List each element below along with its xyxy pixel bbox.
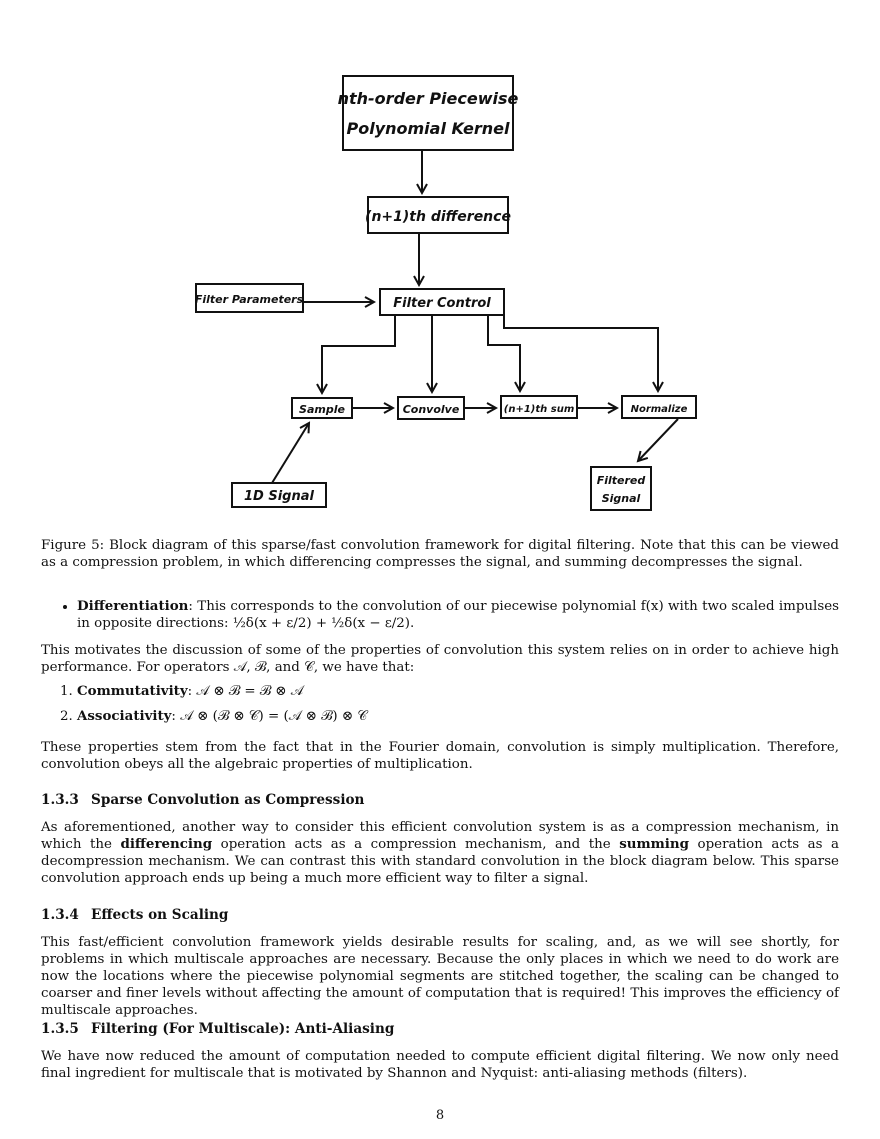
- kernel-label-line2: Polynomial Kernel: [346, 119, 510, 138]
- paragraph-scaling: This fast/efficient convolution framewor…: [41, 935, 839, 1018]
- bullet-differentiation: Differentiation: This corresponds to the…: [77, 598, 839, 632]
- paragraph-fourier: These properties stem from the fact that…: [41, 740, 839, 772]
- paragraph-compression: As aforementioned, another way to consid…: [41, 820, 839, 886]
- bullet-term: Differentiation: [77, 598, 189, 614]
- figure-caption: Figure 5: Block diagram of this sparse/f…: [41, 538, 839, 570]
- sum-label: (n+1)th sum: [504, 404, 574, 415]
- filter-control-label: Filter Control: [393, 296, 491, 311]
- signal-1d-box: [231, 482, 327, 508]
- arrow-normalize-to-filtered: [638, 418, 679, 461]
- signal-1d-label: 1D Signal: [244, 489, 315, 504]
- filtered-label-line1: Filtered: [597, 474, 646, 487]
- kernel-box: [342, 75, 514, 151]
- arrow-signal-to-sample: [271, 423, 309, 484]
- bullet-text: : This corresponds to the convolution of…: [77, 599, 839, 631]
- arrow-control-to-sample: [322, 315, 396, 393]
- difference-label: (n+1)th difference: [365, 209, 511, 225]
- kernel-label-line1: nth-order Piecewise: [338, 89, 519, 108]
- paragraph-properties-intro: This motivates the discussion of some of…: [41, 643, 839, 675]
- property-commutativity: Commutativity: 𝒜 ⊗ ℬ = ℬ ⊗ 𝒜: [77, 683, 839, 700]
- normalize-box: [621, 395, 697, 419]
- block-diagram: nth-order Piecewise Polynomial Kernel (n…: [195, 75, 697, 511]
- filtered-label-line2: Signal: [602, 492, 641, 505]
- difference-box: [367, 196, 509, 234]
- filter-params-label: Filter Parameters: [195, 293, 304, 306]
- convolve-label: Convolve: [403, 403, 460, 416]
- paragraph-anti-aliasing: We have now reduced the amount of comput…: [41, 1049, 839, 1081]
- page-number: 8: [435, 1108, 445, 1123]
- arrow-control-to-normalize: [503, 315, 658, 391]
- normalize-label: Normalize: [631, 404, 688, 415]
- arrow-control-to-sum: [487, 315, 520, 391]
- property-associativity: Associativity: 𝒜 ⊗ (ℬ ⊗ 𝒞) = (𝒜 ⊗ ℬ) ⊗ 𝒞: [77, 708, 839, 725]
- bullet-list: Differentiation: This corresponds to the…: [41, 598, 839, 632]
- sample-label: Sample: [299, 403, 345, 416]
- filtered-signal-box: [590, 466, 652, 511]
- filter-control-box: [379, 288, 505, 316]
- properties-list: Commutativity: 𝒜 ⊗ ℬ = ℬ ⊗ 𝒜 Associativi…: [41, 683, 839, 733]
- filter-params-box: [195, 283, 304, 313]
